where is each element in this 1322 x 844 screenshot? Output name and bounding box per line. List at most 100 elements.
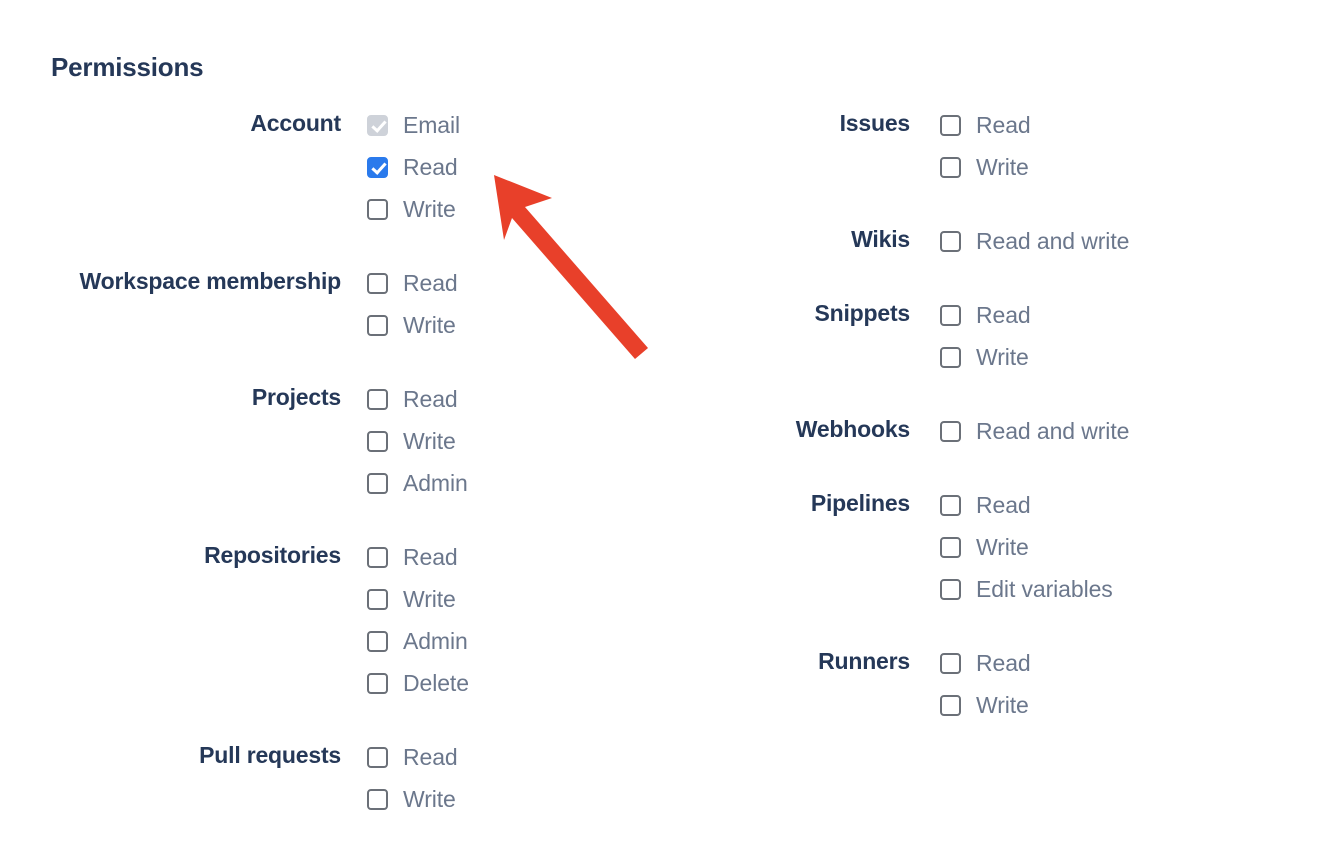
checkbox-read-and-write[interactable]	[940, 230, 961, 252]
permission-option-row[interactable]: Read and write	[940, 220, 1300, 262]
permission-option-row[interactable]: Write	[367, 304, 660, 346]
permission-group-label: Webhooks	[795, 416, 910, 442]
checkbox-read[interactable]	[367, 746, 388, 768]
checkbox-label: Write	[403, 785, 456, 812]
checkbox-label: Write	[976, 533, 1029, 560]
permission-option-row[interactable]: Write	[940, 526, 1300, 568]
checkbox-write[interactable]	[940, 156, 961, 178]
permission-group-label: Repositories	[204, 542, 341, 568]
checkbox-write[interactable]	[367, 588, 388, 610]
checkbox-read[interactable]	[940, 114, 961, 136]
checkbox-write[interactable]	[367, 198, 388, 220]
checkbox-read[interactable]	[940, 494, 961, 516]
permission-option-row[interactable]: Write	[367, 188, 660, 230]
checkbox-read[interactable]	[940, 652, 961, 674]
checkbox-label: Edit variables	[976, 575, 1113, 602]
permission-group-label: Runners	[818, 648, 910, 674]
checkbox-label: Admin	[403, 627, 468, 654]
permission-option-list: Read and write	[940, 410, 1300, 452]
permission-option-row[interactable]: Admin	[367, 620, 660, 662]
checkbox-write[interactable]	[367, 430, 388, 452]
permission-option-row[interactable]: Email	[367, 104, 660, 146]
checkbox-write[interactable]	[940, 694, 961, 716]
permission-option-row[interactable]: Read	[940, 484, 1300, 526]
permission-option-row[interactable]: Read	[367, 736, 660, 778]
permission-option-row[interactable]: Read	[940, 294, 1300, 336]
checkbox-label: Write	[976, 691, 1029, 718]
checkbox-label: Write	[403, 195, 456, 222]
permission-option-row[interactable]: Write	[367, 778, 660, 820]
permission-group-label: Account	[250, 110, 341, 136]
checkbox-write[interactable]	[367, 314, 388, 336]
checkbox-label: Read	[403, 153, 458, 180]
checkbox-label: Read	[976, 301, 1031, 328]
checkbox-read-and-write[interactable]	[940, 420, 961, 442]
permission-group: Wikis Read and write	[600, 220, 1300, 262]
checkbox-read[interactable]	[367, 388, 388, 410]
permission-group: Webhooks Read and write	[600, 410, 1300, 452]
checkbox-edit-variables[interactable]	[940, 578, 961, 600]
checkbox-write[interactable]	[367, 788, 388, 810]
permission-option-row[interactable]: Read	[367, 262, 660, 304]
permission-option-row[interactable]: Read	[367, 146, 660, 188]
page-title: Permissions	[51, 52, 204, 82]
permission-option-row[interactable]: Read	[367, 536, 660, 578]
permission-option-row[interactable]: Write	[940, 684, 1300, 726]
permission-group-label: Wikis	[851, 226, 910, 252]
checkbox-label: Write	[403, 427, 456, 454]
checkbox-read[interactable]	[367, 272, 388, 294]
checkbox-label: Write	[403, 585, 456, 612]
permission-option-row[interactable]: Delete	[367, 662, 660, 704]
checkbox-email	[367, 114, 388, 136]
permission-option-row[interactable]: Write	[940, 336, 1300, 378]
checkbox-delete[interactable]	[367, 672, 388, 694]
permission-option-row[interactable]: Read	[367, 378, 660, 420]
checkbox-write[interactable]	[940, 346, 961, 368]
checkbox-label: Admin	[403, 469, 468, 496]
permission-option-row[interactable]: Write	[367, 578, 660, 620]
checkbox-admin[interactable]	[367, 630, 388, 652]
checkbox-admin[interactable]	[367, 472, 388, 494]
permission-group-label: Snippets	[814, 300, 910, 326]
checkbox-read[interactable]	[367, 546, 388, 568]
permission-option-row[interactable]: Write	[367, 420, 660, 462]
permission-group-label: Issues	[839, 110, 911, 136]
checkbox-write[interactable]	[940, 536, 961, 558]
permission-option-row[interactable]: Edit variables	[940, 568, 1300, 610]
permission-group-label: Pull requests	[199, 742, 341, 768]
checkbox-label: Read and write	[976, 417, 1130, 444]
checkbox-label: Read and write	[976, 227, 1130, 254]
permission-option-list: Read and write	[940, 220, 1300, 262]
checkbox-read[interactable]	[367, 156, 388, 178]
permission-option-row[interactable]: Read and write	[940, 410, 1300, 452]
permission-option-row[interactable]: Read	[940, 104, 1300, 146]
permission-option-row[interactable]: Read	[940, 642, 1300, 684]
permission-group-label: Workspace membership	[79, 268, 342, 294]
checkbox-label: Delete	[403, 669, 469, 696]
checkbox-read[interactable]	[940, 304, 961, 326]
checkbox-label: Read	[976, 649, 1031, 676]
checkbox-label: Write	[976, 343, 1029, 370]
checkbox-label: Read	[976, 111, 1031, 138]
permission-group-label: Pipelines	[810, 490, 910, 516]
checkbox-label: Read	[403, 269, 458, 296]
permission-option-row[interactable]: Admin	[367, 462, 660, 504]
permission-option-row[interactable]: Write	[940, 146, 1300, 188]
checkbox-label: Read	[403, 543, 458, 570]
